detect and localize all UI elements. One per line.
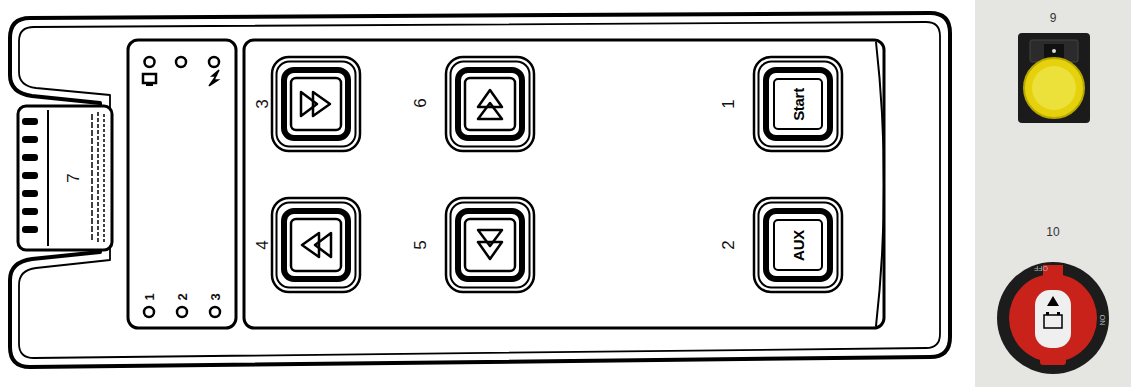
signal-icon <box>209 70 219 86</box>
callout-number: 7 <box>65 173 82 182</box>
arrow-symbol <box>302 233 331 257</box>
ridge <box>22 208 38 215</box>
battery-terminal <box>1046 312 1049 315</box>
callout-number: 5 <box>412 240 429 249</box>
ridge <box>22 118 38 125</box>
callout-number: 9 <box>1050 12 1057 24</box>
button-face <box>465 219 515 271</box>
ridge-line <box>103 114 105 242</box>
led-number: 1 <box>143 293 156 300</box>
ridge-line <box>47 110 49 246</box>
button-frame <box>446 198 534 292</box>
button-label: AUX <box>790 230 807 261</box>
led <box>177 307 187 317</box>
switch-position-text: OFF <box>1034 265 1048 272</box>
led <box>176 57 186 67</box>
button-frame <box>754 198 842 292</box>
arrow-symbol <box>478 230 502 259</box>
switch-position-text: ON <box>1099 315 1106 326</box>
button-face <box>291 219 341 271</box>
ridge <box>22 226 38 233</box>
key-slot <box>1044 44 1064 58</box>
led <box>209 57 219 67</box>
button-face <box>465 78 515 130</box>
button-label: Start <box>790 88 807 121</box>
isolator-switch-body <box>997 262 1109 374</box>
knob-label-plate <box>1035 290 1071 348</box>
button-frame <box>446 57 534 151</box>
button-frame <box>272 57 360 151</box>
knob-bottom <box>1040 355 1066 365</box>
yellow-button-highlight <box>1032 66 1076 110</box>
ridge <box>22 172 38 179</box>
indicator-panel <box>128 40 236 328</box>
yellow-button <box>1024 58 1084 118</box>
pendant-body-inner-line <box>19 22 940 358</box>
callout-number: 6 <box>412 98 429 107</box>
button-frame <box>754 57 842 151</box>
ridge-line <box>97 112 99 244</box>
pendant-body <box>10 13 950 367</box>
battery-terminal <box>1057 312 1060 315</box>
arrow-symbol <box>478 90 502 119</box>
callout-number: 2 <box>720 240 737 249</box>
button-face <box>291 78 341 130</box>
led-number: 2 <box>176 293 189 300</box>
ridge <box>22 154 38 161</box>
ridge <box>22 190 38 197</box>
forward-arrow-symbol <box>301 92 330 116</box>
down-arrow-symbol <box>478 230 502 259</box>
button-bezel <box>1018 33 1090 123</box>
callout-number: 3 <box>254 99 271 108</box>
led <box>145 57 155 67</box>
callout-number: 1 <box>720 99 737 108</box>
ridge-line <box>91 114 93 242</box>
triangle-mark <box>1047 296 1059 306</box>
keypad-panel <box>244 40 884 328</box>
ridge <box>22 136 38 143</box>
callout-number: 4 <box>254 240 271 249</box>
key-dot <box>1052 49 1056 53</box>
status-leds <box>143 57 220 317</box>
led <box>144 307 154 317</box>
battery-icon <box>1044 315 1062 328</box>
panel-background <box>975 0 1131 387</box>
battery-icon-tip <box>146 83 153 86</box>
back-arrow-symbol <box>302 233 331 257</box>
led <box>210 307 220 317</box>
isolator-knob <box>1009 274 1097 362</box>
button-face: Start <box>773 78 823 130</box>
up-arrow-symbol <box>478 90 502 119</box>
cable-gland <box>18 106 112 250</box>
gland-ridges <box>22 110 104 246</box>
callout-number: 10 <box>1046 226 1059 238</box>
battery-icon <box>143 74 156 83</box>
button-frame <box>272 198 360 292</box>
button-face: AUX <box>773 219 823 271</box>
panel-edge-line <box>876 42 884 326</box>
led-number: 3 <box>209 293 222 300</box>
